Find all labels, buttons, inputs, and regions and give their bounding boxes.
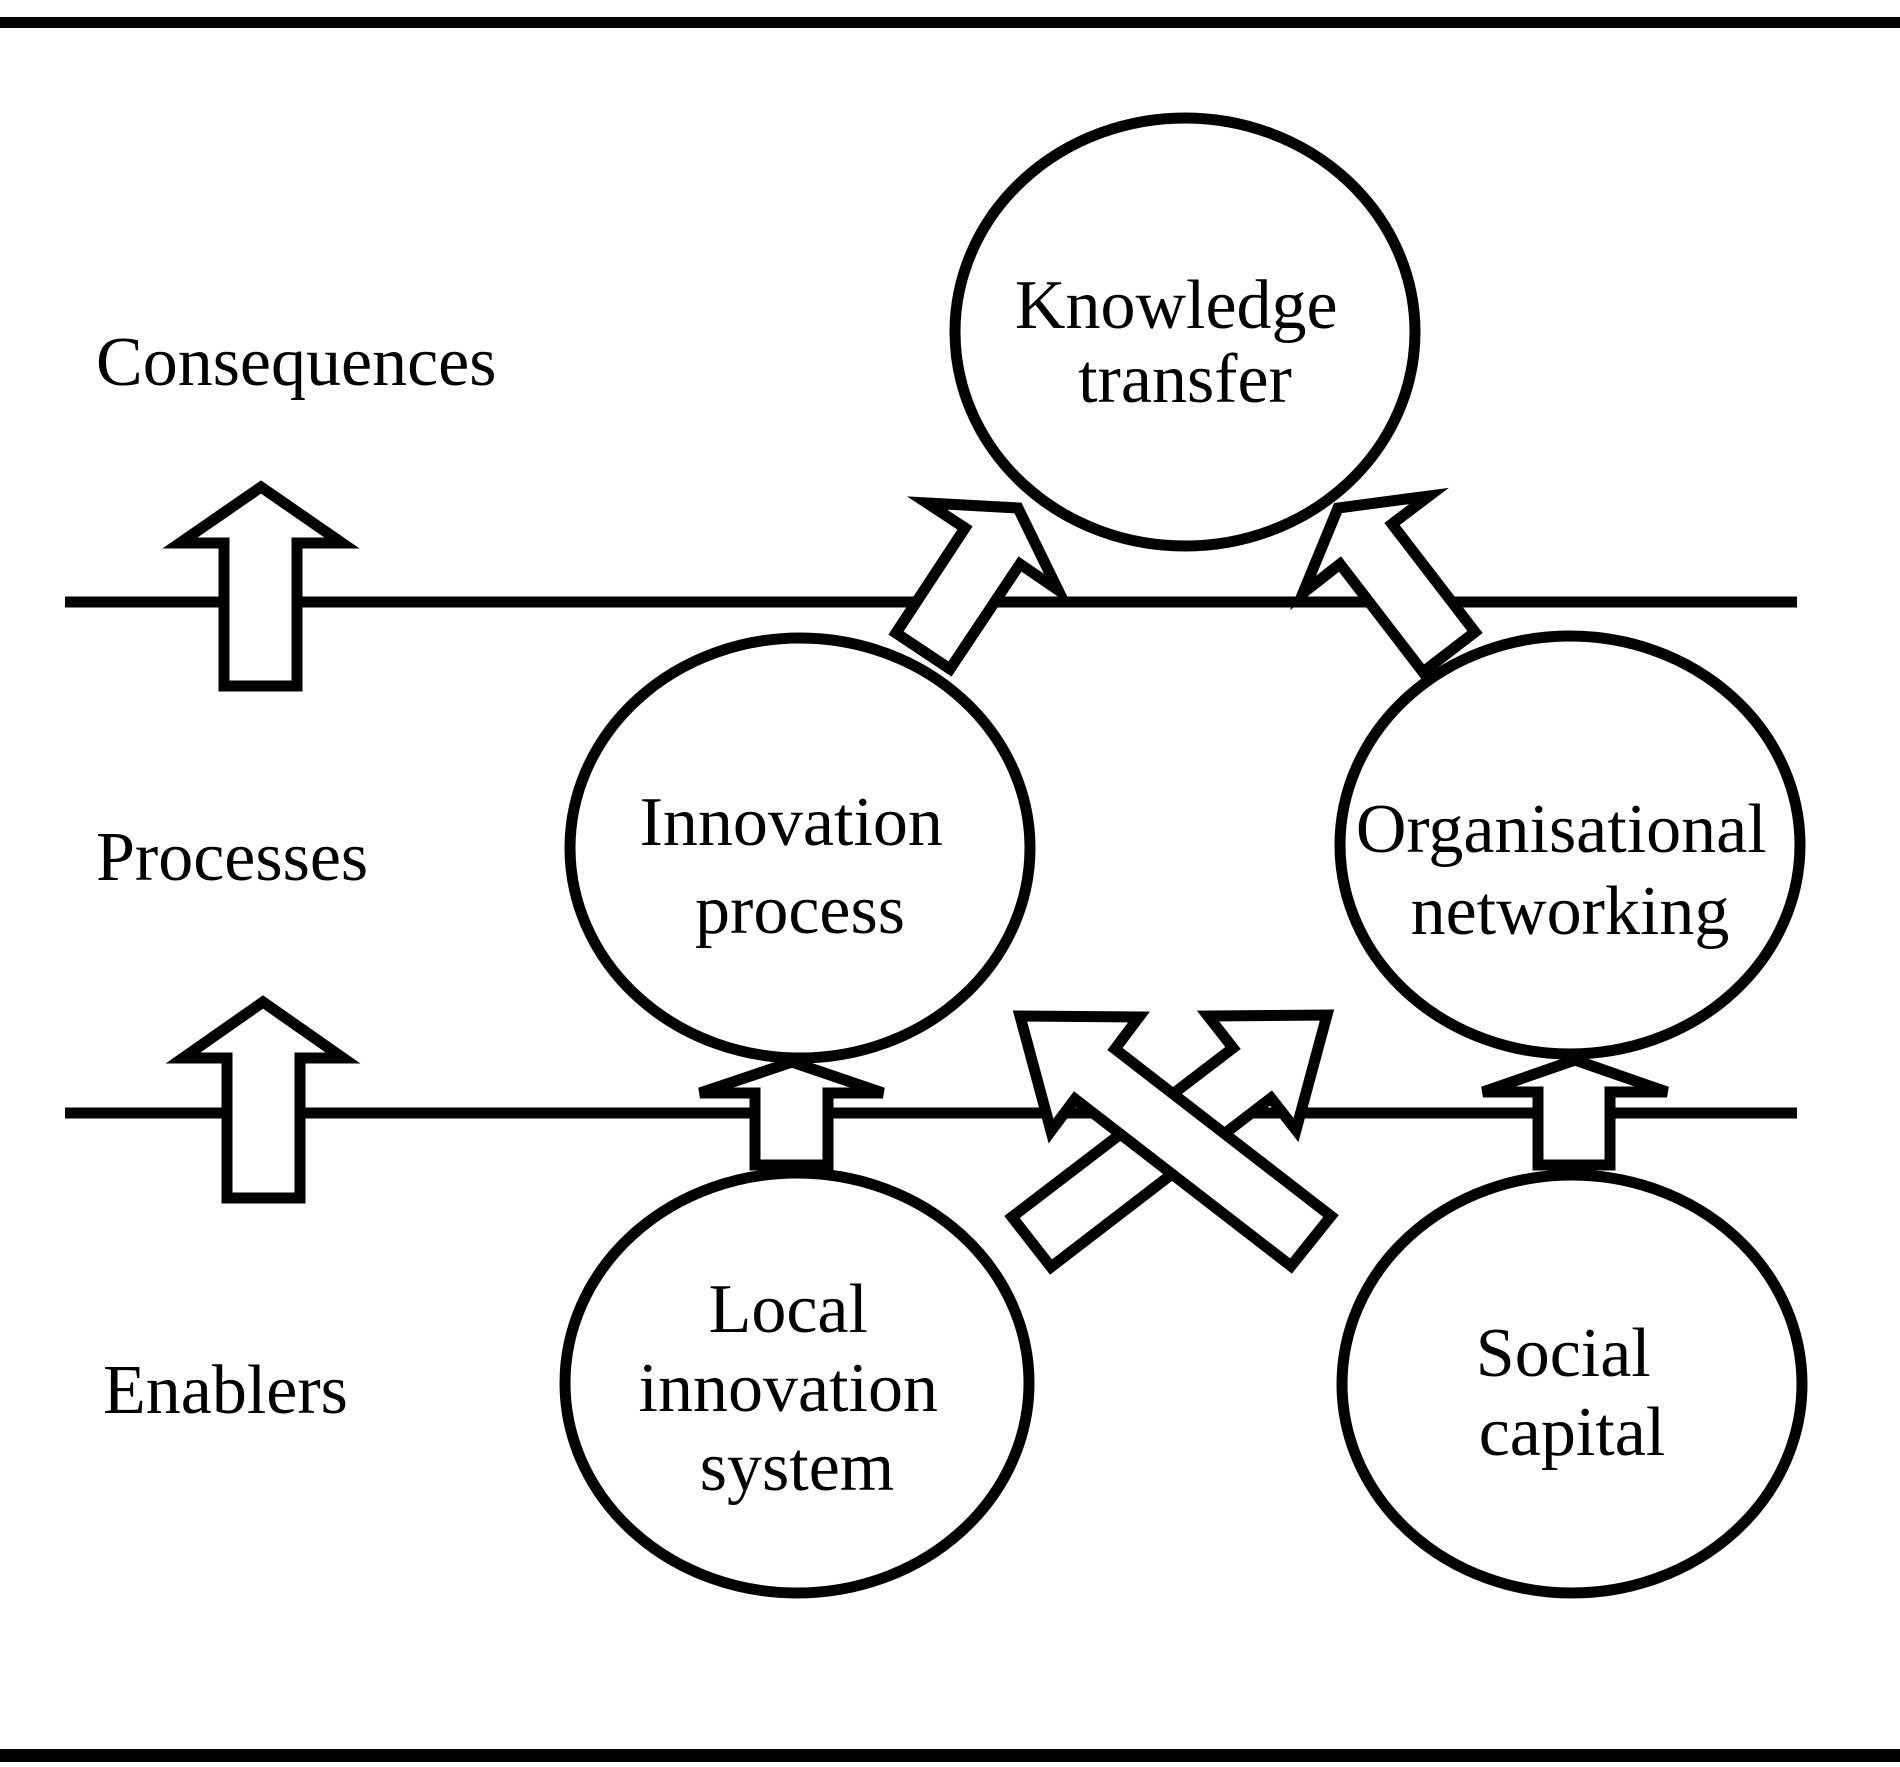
node-social-capital-label: Social capital	[1476, 1315, 1668, 1471]
node-knowledge-transfer-label: Knowledge transfer	[1015, 267, 1355, 418]
node-organisational-networking-circle	[1334, 630, 1806, 1060]
organisational-networking-to-knowledge-transfer-arrow-icon	[1289, 487, 1483, 680]
bottom-border-bar	[0, 1749, 1900, 1762]
node-innovation-process-circle	[564, 632, 1036, 1064]
process-level-up-arrow-icon	[162, 480, 360, 692]
node-innovation-process-label: Innovation process	[640, 784, 961, 949]
row-label-consequences: Consequences	[96, 324, 496, 401]
node-local-innovation-system-circle	[559, 1167, 1035, 1599]
cross-arrow-up-left-icon	[1012, 1010, 1339, 1274]
node-knowledge-transfer-circle	[949, 112, 1421, 552]
row-label-enablers: Enablers	[103, 1352, 348, 1429]
local-innovation-system-to-innovation-process-arrow-icon	[698, 1056, 885, 1171]
top-border-bar	[0, 17, 1900, 28]
row-label-processes: Processes	[96, 819, 368, 896]
node-social-capital-circle	[1336, 1169, 1808, 1599]
enabler-level-up-arrow-icon	[165, 995, 361, 1204]
node-organisational-networking-label: Organisational networking	[1356, 791, 1784, 950]
social-capital-to-organisational-networking-arrow-icon	[1481, 1054, 1669, 1171]
innovation-process-to-knowledge-transfer-arrow-icon	[888, 496, 1073, 677]
node-local-innovation-system-label: Local innovation system	[639, 1271, 956, 1506]
